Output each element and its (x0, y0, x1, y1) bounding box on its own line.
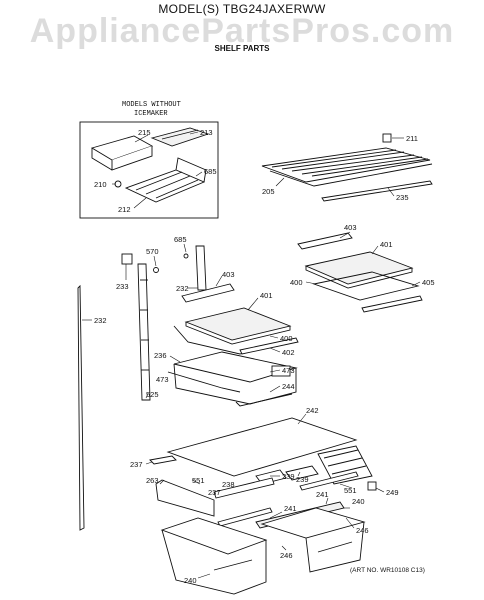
upright-685 (195, 245, 207, 291)
ice-rack-part (124, 157, 207, 203)
part-label-402: 402 (282, 348, 295, 357)
part-label-210: 210 (94, 180, 107, 189)
screw-570 (153, 267, 159, 273)
crisper-drawer-right (260, 507, 366, 573)
part-label-405: 405 (422, 278, 435, 287)
ladder-525 (137, 263, 151, 401)
part-label-237: 237 (130, 460, 143, 469)
part-label-244: 244 (282, 382, 295, 391)
part-label-263: 263 (146, 476, 159, 485)
part-label-236: 236 (154, 351, 167, 360)
wire-shelf-205 (261, 147, 433, 187)
middle-glass-shelf (173, 283, 299, 355)
part-label-246b: 246 (280, 551, 293, 560)
inset-title-2: ICEMAKER (134, 110, 168, 118)
part-label-239: 239 (282, 472, 295, 481)
part-label-233: 233 (116, 282, 129, 291)
part-label-401b: 401 (260, 291, 273, 300)
part-label-232b: 232 (94, 316, 107, 325)
part-label-205: 205 (262, 187, 275, 196)
part-label-551b: 551 (344, 486, 357, 495)
leader-lines (82, 131, 421, 579)
part-label-403b: 403 (222, 270, 235, 279)
part-label-212: 212 (118, 205, 131, 214)
ice-bucket-part (90, 135, 154, 171)
part-label-403: 403 (344, 223, 357, 232)
part-label-239b: 239 (296, 475, 309, 484)
inset-icemaker-box: MODELS WITHOUT ICEMAKER (79, 101, 219, 219)
part-label-240b: 240 (184, 576, 197, 585)
bumper-211 (382, 133, 392, 143)
part-label-211: 211 (406, 134, 418, 143)
part-label-213: 213 (200, 128, 213, 137)
ice-tray-part (150, 127, 210, 147)
part-label-238: 238 (222, 480, 235, 489)
part-label-685: 685 (204, 167, 217, 176)
clip-233 (121, 253, 133, 265)
part-label-473: 473 (282, 366, 295, 375)
part-label-473b: 473 (156, 375, 169, 384)
part-labels: 215 213 210 685 212 211 205 235 403 401 … (94, 128, 435, 585)
part-label-237b: 237 (208, 488, 221, 497)
part-label-241: 241 (316, 490, 329, 499)
crisper-drawer-left (160, 517, 268, 595)
part-label-570: 570 (146, 247, 159, 256)
trim-235 (321, 180, 433, 202)
bracket-239 (155, 479, 215, 517)
part-label-400: 400 (290, 278, 303, 287)
part-label-242: 242 (306, 406, 319, 415)
part-label-249: 249 (386, 488, 399, 497)
cover-242 (166, 417, 358, 477)
part-label-685b: 685 (174, 235, 187, 244)
part-label-215: 215 (138, 128, 151, 137)
art-number: (ART NO. WR10108 C13) (350, 567, 425, 574)
part-label-241b: 241 (284, 504, 297, 513)
part-label-401: 401 (380, 240, 393, 249)
drawer-236 (167, 351, 298, 407)
part-label-525: 525 (146, 390, 159, 399)
part-label-235: 235 (396, 193, 409, 202)
part-label-246: 246 (356, 526, 369, 535)
part-label-240: 240 (352, 497, 365, 506)
rail-232 (77, 284, 85, 531)
part-label-551: 551 (192, 476, 205, 485)
part-label-400b: 400 (280, 334, 293, 343)
part-label-232: 232 (176, 284, 189, 293)
right-glass-shelf (297, 232, 423, 313)
inset-title-1: MODELS WITHOUT (122, 101, 181, 109)
model-title: MODEL(S) TBG24JAXERWW (158, 2, 326, 16)
section-title: SHELF PARTS (214, 44, 270, 53)
watermark: AppliancePartsPros.com (29, 12, 455, 50)
